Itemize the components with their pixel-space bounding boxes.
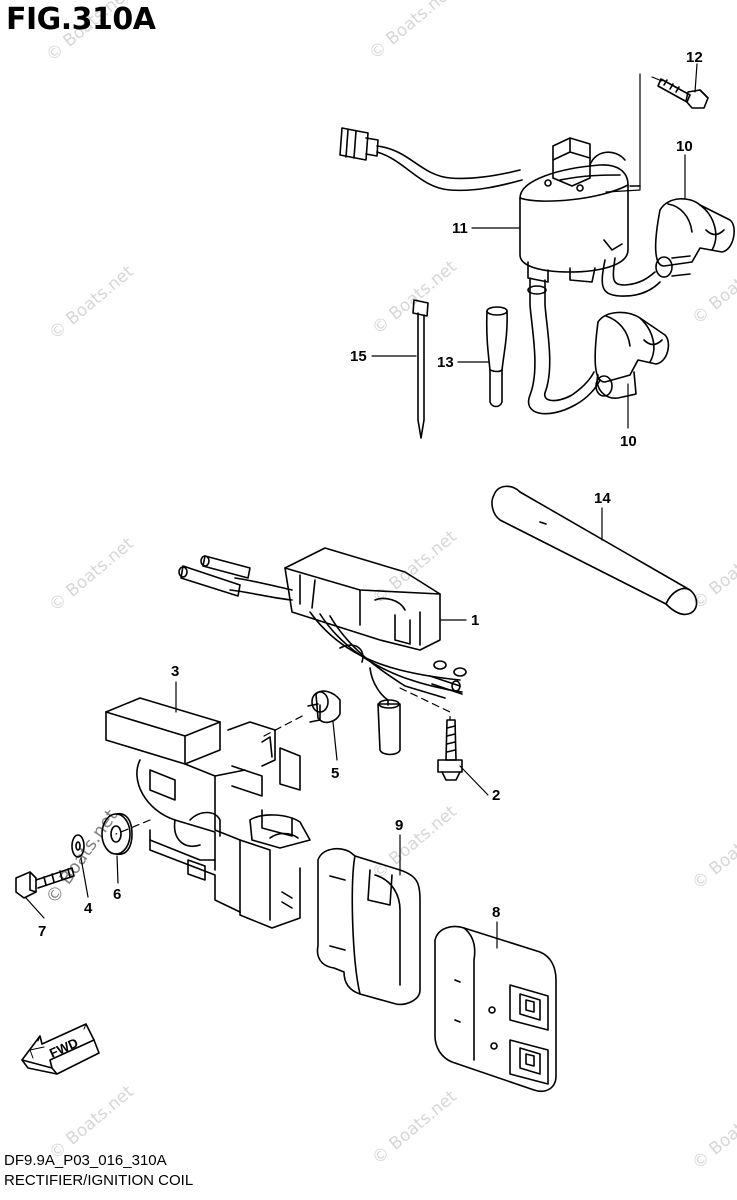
watermark: © Boats.net [688,532,737,614]
watermark: © Boats.net [368,527,461,609]
callout-2: 2 [492,787,500,804]
watermark: © Boats.net [688,1092,737,1174]
callout-4: 4 [84,900,93,917]
assembly-lines [115,73,663,835]
watermark: © Boats.net [368,1087,461,1169]
leader-lines [25,63,698,949]
callout-8: 8 [492,904,500,921]
callout-1: 1 [471,612,479,629]
callout-13: 13 [437,354,454,371]
part-10-spark-plug-cap-upper [654,198,735,278]
part-4-washer [71,834,85,858]
callout-11: 11 [452,220,468,237]
callout-12: 12 [686,49,703,66]
watermark: © Boats.net [368,802,461,884]
part-13-tube [485,306,508,408]
fwd-arrow-icon: FWD [21,1023,100,1075]
callout-5: 5 [331,765,339,782]
watermark: © Boats.net [45,534,138,616]
part-7-bolt [15,867,75,899]
part-3-bracket [105,697,311,929]
callout-10-upper: 10 [676,138,693,155]
part-9-cover [316,847,421,1006]
part-2-bolt [437,719,463,781]
watermark: © Boats.net [365,0,458,64]
watermark: © Boats.net [688,812,737,894]
figure-title: FIG.310A [6,2,156,37]
part-14-protector [491,485,698,616]
part-10-spark-plug-cap-lower [594,311,670,399]
watermark: © Boats.net [368,257,461,339]
callout-7: 7 [38,923,46,940]
callout-14: 14 [594,490,611,507]
part-5-grommet [307,690,341,724]
callout-15: 15 [350,348,367,365]
watermark: © Boats.net [688,247,737,329]
watermark: © Boats.net [45,262,138,344]
callout-6: 6 [113,886,121,903]
part-6-grommet [101,812,133,856]
watermark: © Boats.net [42,806,122,908]
part-11-ignition-coil [339,127,661,415]
callout-labels: 12 10 11 15 13 10 14 1 3 5 2 9 8 4 6 7 [38,49,703,940]
part-15-cable-tie [412,299,429,439]
part-12-bolt [657,78,709,109]
part-1-rectifier [178,547,467,756]
callout-10-lower: 10 [620,433,637,450]
diagram-code: DF9.9A_P03_016_310A [4,1152,167,1169]
part-8-cdi-unit [434,925,557,1092]
callout-9: 9 [395,817,403,834]
diagram-name: RECTIFIER/IGNITION COIL [4,1172,194,1189]
callout-3: 3 [171,663,179,680]
